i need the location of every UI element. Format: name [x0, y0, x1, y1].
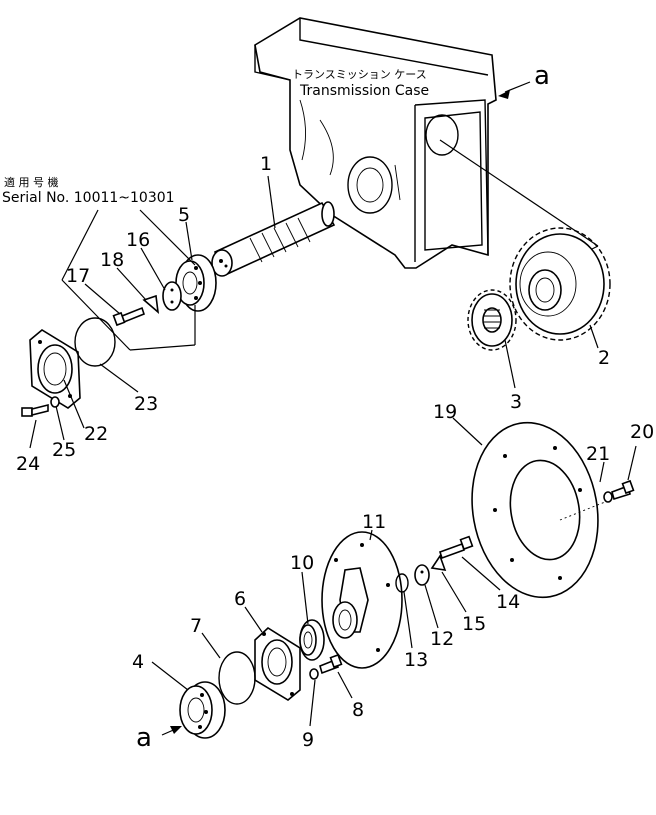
labels: トランスミッション ケース Transmission Case 適 用 号 機 … [2, 61, 654, 753]
callout-4: 4 [132, 651, 144, 673]
bearing-5 [175, 254, 217, 312]
o-ring-7 [218, 651, 256, 705]
bolt-20 [611, 479, 635, 501]
callout-1: 1 [260, 153, 272, 175]
callout-12: 12 [430, 628, 454, 650]
seal-10 [299, 619, 325, 661]
o-ring-23 [74, 317, 116, 367]
serial-label-en: Serial No. 10011~10301 [2, 190, 175, 206]
washer-25 [50, 396, 60, 408]
transmission-case [254, 17, 599, 269]
disk-19 [471, 421, 611, 599]
callout-24: 24 [16, 453, 40, 475]
callout-22: 22 [84, 423, 108, 445]
callout-17: 17 [66, 265, 90, 287]
lock-plate-18 [142, 294, 160, 314]
bearing-4 [161, 681, 226, 739]
callout-11: 11 [362, 511, 386, 533]
callout-19: 19 [433, 401, 457, 423]
callout-23: 23 [134, 393, 158, 415]
view-marker-top: a [534, 61, 550, 91]
bolt-8 [319, 653, 343, 675]
bolt-17 [112, 306, 145, 327]
plate-16 [162, 281, 182, 311]
callout-20: 20 [630, 421, 654, 443]
callout-5: 5 [178, 204, 190, 226]
callout-10: 10 [290, 552, 314, 574]
washer-9 [309, 668, 319, 680]
hub-11 [321, 531, 403, 669]
case-label-jp: トランスミッション ケース [292, 68, 427, 81]
callout-14: 14 [496, 591, 520, 613]
bolt-14 [438, 535, 474, 560]
view-marker-bottom: a [136, 723, 152, 753]
bolt-24 [21, 403, 49, 417]
case-label-en: Transmission Case [299, 83, 429, 99]
lock-15 [430, 554, 447, 571]
callout-7: 7 [190, 615, 202, 637]
gear-2 [509, 227, 611, 341]
o-ring-13 [395, 573, 409, 593]
gear-3 [467, 289, 517, 351]
callout-2: 2 [598, 347, 610, 369]
input-shaft [211, 201, 336, 277]
callout-16: 16 [126, 229, 150, 251]
callout-21: 21 [586, 443, 610, 465]
leader-lines [29, 175, 637, 727]
callout-15: 15 [462, 613, 486, 635]
retainer-6 [254, 626, 301, 701]
callout-18: 18 [100, 249, 124, 271]
serial-label-jp: 適 用 号 機 [4, 175, 59, 189]
callout-3: 3 [510, 391, 522, 413]
callout-6: 6 [234, 588, 246, 610]
callout-8: 8 [352, 699, 364, 721]
plate-12 [414, 564, 430, 586]
callout-9: 9 [302, 729, 314, 751]
callout-13: 13 [404, 649, 428, 671]
callout-25: 25 [52, 439, 76, 461]
washer-21 [603, 491, 613, 503]
serial-group-bracket [61, 209, 196, 351]
